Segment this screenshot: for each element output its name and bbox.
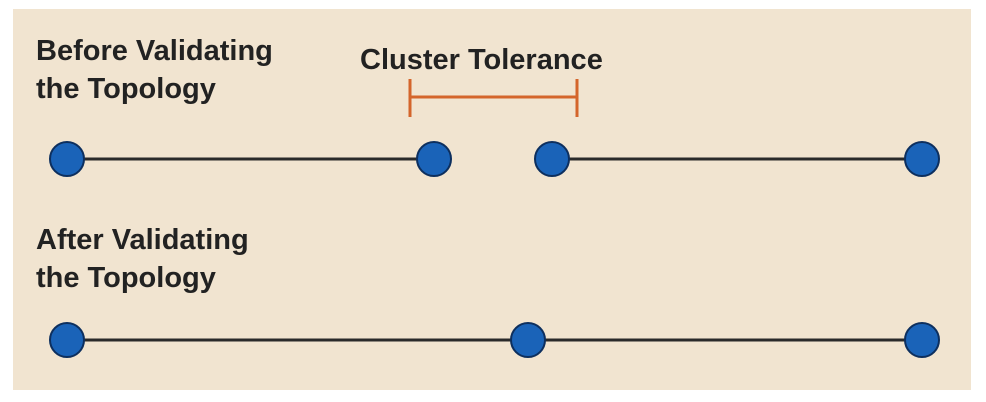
- after-vertex-1: [49, 322, 85, 358]
- after-label-line-1: After Validating: [36, 224, 249, 256]
- after-validating-label: After Validating the Topology: [36, 221, 249, 297]
- after-topology-lines: [49, 322, 940, 358]
- before-label-line-2: the Topology: [36, 73, 216, 105]
- before-topology-lines: [49, 141, 940, 177]
- before-vertex-4: [904, 141, 940, 177]
- before-vertex-3: [534, 141, 570, 177]
- cluster-tolerance-label: Cluster Tolerance: [360, 44, 603, 76]
- diagram-panel: [13, 9, 971, 390]
- after-vertex-2: [510, 322, 546, 358]
- after-label-line-2: the Topology: [36, 262, 216, 294]
- cluster-tolerance-bar: [408, 79, 579, 117]
- before-vertex-2: [416, 141, 452, 177]
- before-validating-label: Before Validating the Topology: [36, 32, 273, 108]
- after-vertex-3: [904, 322, 940, 358]
- before-label-line-1: Before Validating: [36, 35, 273, 67]
- before-vertex-1: [49, 141, 85, 177]
